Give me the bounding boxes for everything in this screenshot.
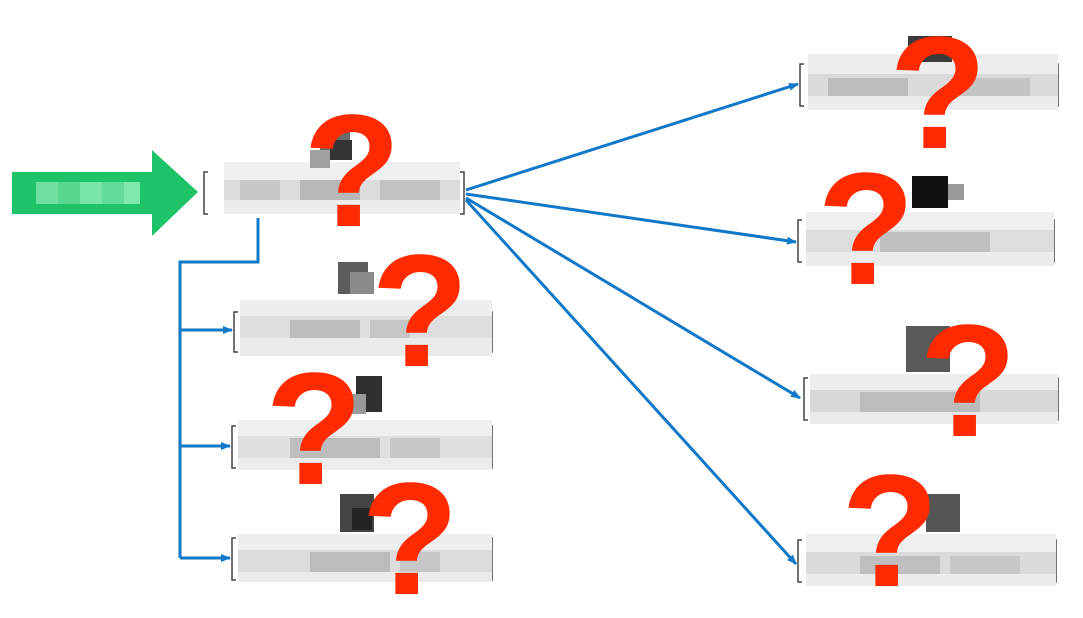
question-mark-icon: ? (265, 339, 363, 518)
right-connectors (464, 82, 801, 566)
question-mark-icon: ? (889, 3, 987, 182)
left-node-2[interactable]: ? (231, 339, 493, 518)
connector-right-3 (465, 196, 801, 400)
right-node-1-redacted-text (808, 36, 1058, 110)
right-node-2-redacted-text (806, 176, 1054, 266)
connector-right-4 (464, 198, 798, 566)
left-node-2-redacted-text (238, 376, 492, 470)
right-node-4[interactable]: ? (797, 441, 1057, 618)
root-down-connector (178, 218, 260, 558)
right-node-4-redacted-text (806, 494, 1056, 586)
left-node-3[interactable]: ? (231, 449, 493, 618)
question-mark-icon: ? (371, 221, 469, 400)
right-node-3-redacted-text (810, 326, 1058, 424)
question-mark-icon: ? (303, 81, 401, 260)
left-node-3-redacted-text (238, 494, 492, 582)
root-node-redacted-text (224, 128, 460, 214)
question-mark-icon: ? (361, 449, 459, 618)
right-node-3[interactable]: ? (803, 291, 1059, 470)
left-connectors (178, 218, 260, 562)
entry-arrow-redacted-label (36, 182, 140, 204)
left-node-1[interactable]: ? (233, 221, 493, 400)
right-node-1[interactable]: ? (799, 3, 1059, 182)
question-mark-icon: ? (817, 139, 915, 318)
connector-right-2 (465, 192, 797, 245)
connector-right-1 (465, 82, 799, 192)
question-mark-icon: ? (841, 441, 939, 618)
entry-arrow (12, 150, 198, 236)
root-node[interactable]: ? (203, 81, 465, 260)
question-mark-icon: ? (919, 291, 1017, 470)
left-node-1-redacted-text (240, 262, 492, 356)
right-node-2[interactable]: ? (797, 139, 1055, 318)
